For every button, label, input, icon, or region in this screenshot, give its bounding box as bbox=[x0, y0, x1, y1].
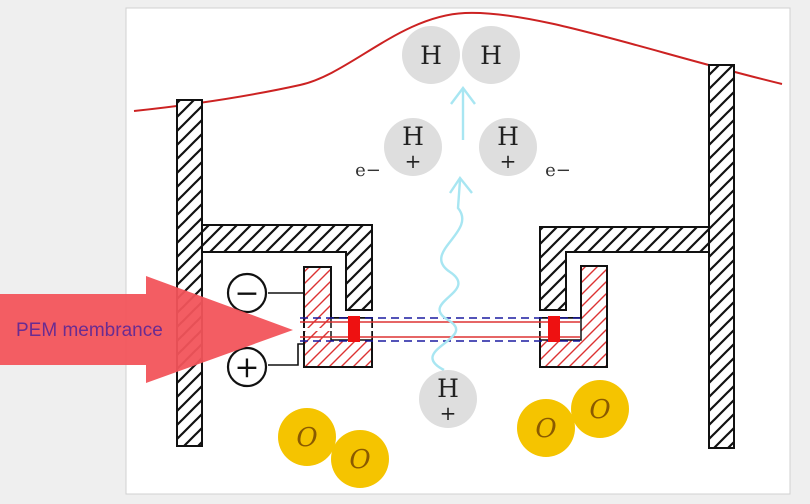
svg-text:O: O bbox=[349, 445, 370, 475]
negative-terminal-label: − bbox=[234, 276, 259, 311]
oxygen-atom-1: O bbox=[278, 408, 336, 466]
proton-left-charge: + bbox=[405, 149, 422, 173]
arrow-label: PEM membrance bbox=[16, 320, 163, 341]
electron-right: e− bbox=[545, 160, 571, 181]
hydrogen-molecule: H H bbox=[402, 26, 520, 84]
oxygen-atom-3: O bbox=[517, 399, 575, 457]
pem-membrane bbox=[300, 316, 580, 342]
proton-incoming-symbol: H bbox=[437, 374, 459, 403]
svg-text:O: O bbox=[589, 395, 610, 425]
molecule-atom-left: H bbox=[420, 41, 442, 70]
svg-text:O: O bbox=[296, 423, 317, 453]
right-wall bbox=[708, 64, 735, 449]
proton-incoming-charge: + bbox=[440, 401, 457, 425]
positive-terminal-label: + bbox=[234, 350, 259, 385]
left-wall bbox=[176, 99, 203, 447]
molecule-atom-right: H bbox=[480, 41, 502, 70]
proton-right: H + bbox=[479, 118, 537, 176]
oxygen-atom-4: O bbox=[571, 380, 629, 438]
proton-left-symbol: H bbox=[402, 122, 424, 151]
proton-incoming: H + bbox=[419, 370, 477, 428]
positive-terminal: + bbox=[226, 346, 268, 388]
negative-terminal: − bbox=[226, 272, 268, 314]
svg-text:O: O bbox=[535, 414, 556, 444]
oxygen-atom-2: O bbox=[331, 430, 389, 488]
positive-wire bbox=[268, 343, 304, 366]
pressure-curve bbox=[133, 11, 783, 112]
left-housing bbox=[201, 224, 373, 311]
proton-right-symbol: H bbox=[497, 122, 519, 151]
right-housing bbox=[539, 226, 710, 311]
proton-flow bbox=[431, 86, 476, 372]
proton-right-charge: + bbox=[500, 149, 517, 173]
membrane-pointer-arrow: PEM membrance bbox=[0, 276, 293, 383]
proton-left: H + bbox=[384, 118, 442, 176]
electron-left: e− bbox=[355, 160, 381, 181]
